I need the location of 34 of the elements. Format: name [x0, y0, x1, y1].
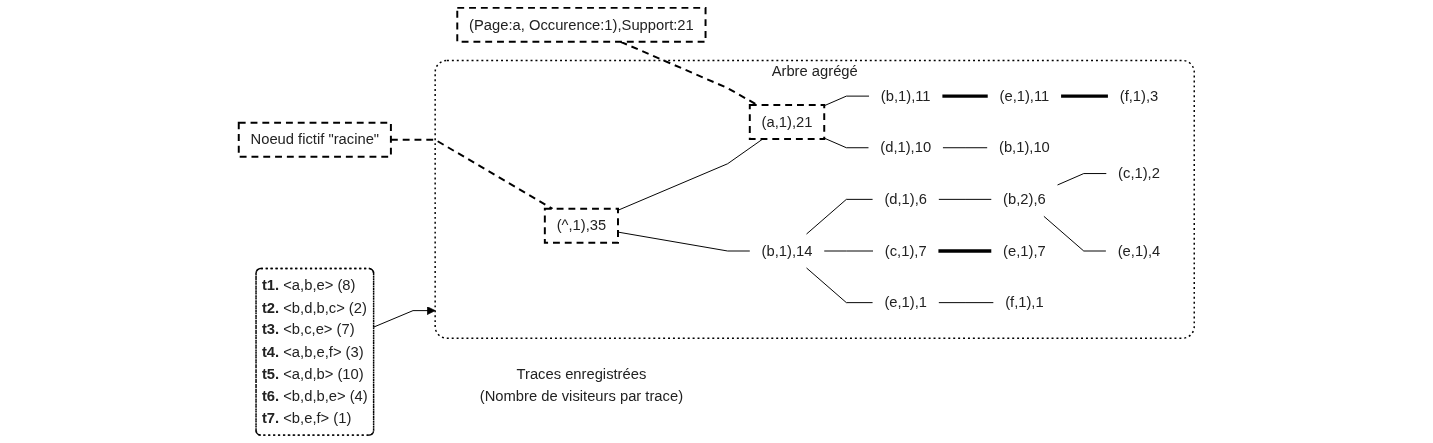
node-text: (e,1),4	[1117, 241, 1161, 259]
node-text: (d,1),6	[884, 190, 928, 207]
node-box: (a,1),21	[748, 104, 826, 140]
connector	[619, 40, 759, 106]
node-label: (Nombre de visiteurs par trace)	[479, 386, 684, 404]
node-text: (b,1),10	[998, 138, 1050, 156]
connector	[938, 249, 992, 253]
connector	[942, 94, 988, 98]
connector	[617, 138, 764, 211]
connector	[823, 137, 869, 149]
node-text: (d,1),10	[880, 138, 932, 156]
node-text: (e,1),11	[999, 87, 1050, 104]
connector	[938, 302, 994, 304]
node-text: (c,1),7	[884, 241, 927, 259]
node-text: (b,2),6	[1003, 190, 1046, 207]
connector	[938, 198, 992, 200]
connector	[942, 147, 988, 149]
connector	[1043, 215, 1107, 252]
node-text: (e,1),7	[1003, 241, 1046, 259]
connector	[617, 231, 751, 252]
connector	[806, 198, 874, 235]
connector	[1057, 173, 1107, 186]
node-box: (Page:a, Occurence:1),Support:21	[456, 6, 707, 43]
node-text: (f,1),3	[1119, 87, 1159, 104]
node-box: Noeud fictif "racine"	[237, 121, 392, 158]
node-text: (e,1),1	[884, 293, 928, 311]
node-box: (^,1),35	[543, 207, 619, 244]
node-text: (c,1),2	[1118, 164, 1160, 182]
node-text: (f,1),1	[1005, 293, 1044, 311]
node-text: (b,1),11	[880, 87, 931, 104]
node-text: (b,1),14	[761, 241, 813, 259]
connector	[1061, 94, 1108, 98]
node-label: Traces enregistrées	[516, 364, 647, 382]
connector	[806, 267, 874, 304]
